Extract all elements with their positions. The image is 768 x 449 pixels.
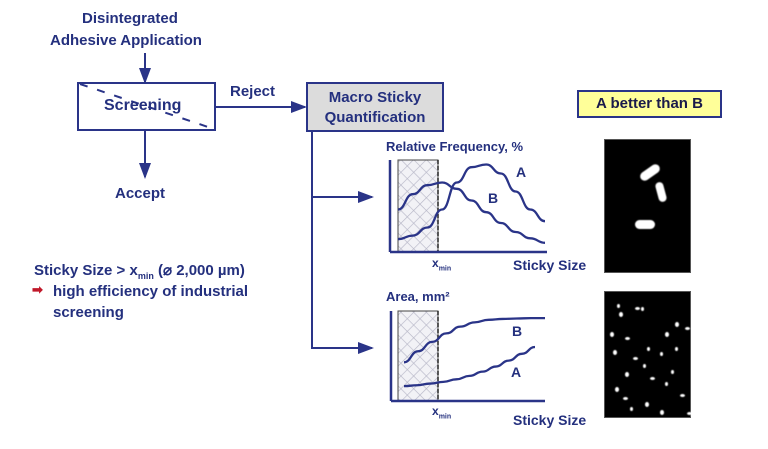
- bullet-arrow-icon: ➡: [32, 282, 43, 297]
- conclusion-line2: high efficiency of industrial: [53, 283, 249, 300]
- sticky-particle: [610, 332, 614, 337]
- sticky-particle: [654, 181, 668, 203]
- conclusion-suffix: (⌀ 2,000 µm): [153, 262, 245, 279]
- series-label-B: B: [512, 323, 523, 339]
- sticky-particle: [625, 372, 629, 377]
- series-label-B: B: [488, 190, 499, 206]
- frequency-chart-title: Relative Frequency, %: [386, 139, 524, 154]
- sticky-particle: [660, 352, 663, 356]
- sticky-particle: [613, 350, 617, 355]
- sticky-particle: [650, 377, 655, 380]
- verdict-badge: A better than B: [577, 90, 722, 118]
- sticky-particle: [665, 382, 668, 386]
- reject-label: Reject: [230, 83, 276, 100]
- sticky-particle: [687, 412, 692, 415]
- quantification-line2: Quantification: [324, 109, 426, 126]
- sticky-particle: [635, 307, 640, 310]
- sticky-particle: [675, 322, 679, 327]
- sample-image-B: [604, 291, 692, 418]
- sticky-particle: [630, 407, 633, 411]
- conclusion-line1: Sticky Size > xmin (⌀ 2,000 µm): [34, 261, 245, 281]
- xmin-shaded-region: [397, 310, 439, 402]
- sticky-particle: [680, 394, 685, 397]
- series-line-A: [403, 345, 536, 388]
- sticky-particle: [660, 410, 664, 415]
- verdict-text: A better than B: [596, 95, 703, 112]
- screening-box: [77, 82, 216, 131]
- accept-label: Accept: [115, 185, 166, 202]
- sticky-particle: [643, 364, 646, 368]
- sticky-particle: [615, 387, 619, 392]
- quantification-box: Macro Sticky Quantification: [306, 82, 444, 132]
- sticky-particle: [675, 347, 678, 351]
- conclusion-prefix: Sticky Size > x: [34, 262, 138, 279]
- sticky-particle: [625, 337, 630, 340]
- sticky-particle: [685, 327, 690, 330]
- sticky-particle: [617, 304, 620, 308]
- xmin-sub: min: [438, 413, 452, 421]
- xmin-label: xmin: [432, 404, 451, 420]
- xmin-label: xmin: [432, 256, 451, 272]
- input-label-line1: Disintegrated: [82, 10, 178, 27]
- series-label-A: A: [511, 364, 522, 380]
- sticky-particle: [665, 332, 669, 337]
- series-line-B: [397, 181, 546, 244]
- sticky-particle: [641, 307, 644, 311]
- frequency-chart-xlabel: Sticky Size: [513, 257, 587, 273]
- sticky-particle: [619, 312, 623, 317]
- sticky-particle: [647, 347, 650, 351]
- sample-image-A: [604, 139, 691, 273]
- screen-diagonal: [79, 83, 215, 130]
- area-chart-title: Area, mm²: [386, 289, 450, 304]
- input-label-line2: Adhesive Application: [50, 32, 202, 49]
- sticky-particle: [638, 162, 662, 183]
- area-chart-xlabel: Sticky Size: [513, 412, 587, 428]
- sticky-particle: [633, 357, 638, 360]
- series-line-B: [403, 316, 545, 364]
- conclusion-sub: min: [137, 271, 154, 281]
- conclusion-line3: screening: [53, 304, 124, 321]
- quantification-line1: Macro Sticky: [328, 89, 422, 106]
- frequency-chart: [388, 159, 547, 254]
- series-line-A: [397, 163, 546, 241]
- sticky-particle: [623, 397, 628, 400]
- sticky-particle: [645, 402, 649, 407]
- screening-label: Screening: [104, 97, 182, 114]
- sticky-particle: [635, 220, 655, 229]
- sticky-particle: [671, 370, 674, 374]
- xmin-x: x: [432, 256, 439, 270]
- connector-quantification-branch: [311, 132, 374, 354]
- area-chart: [389, 310, 545, 403]
- series-label-A: A: [516, 164, 527, 180]
- xmin-sub: min: [438, 265, 452, 273]
- xmin-x: x: [432, 404, 439, 418]
